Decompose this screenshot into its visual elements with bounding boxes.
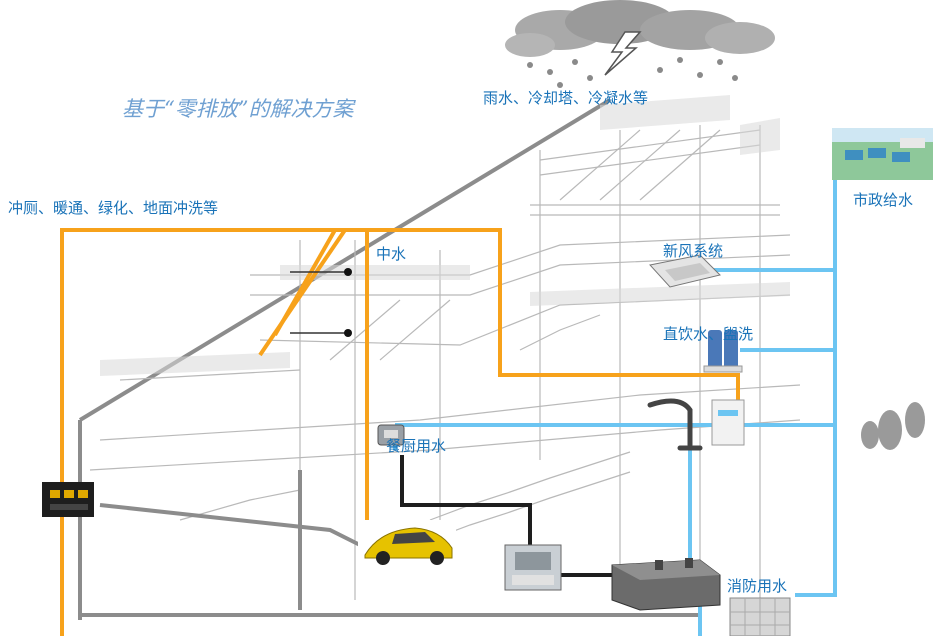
label-fire: 消防用水 [727, 577, 788, 595]
lightning-icon [604, 31, 642, 76]
reclaimed-outlets [290, 268, 352, 337]
kitchen-tap-icon [377, 424, 405, 446]
building-sketch [78, 98, 801, 620]
label-drinking: 直饮水、盥洗 [663, 325, 754, 343]
floor-slabs [100, 95, 790, 376]
fire-water-tank-icon [729, 597, 791, 636]
label-rain: 雨水、冷却塔、冷凝水等 [483, 89, 649, 107]
municipal-plant-image [832, 128, 933, 180]
label-kitchen: 餐厨用水 [386, 437, 447, 455]
water-dispenser-icon [711, 399, 745, 446]
water-purifier-icon [703, 330, 743, 373]
air-handler-unit-icon [649, 254, 721, 288]
faucet-icon [647, 398, 703, 451]
diagram-title: 基于“零排放”的解决方案 [122, 97, 354, 121]
oil-separator-icon [504, 544, 562, 591]
sports-car-image [358, 520, 456, 570]
drain-pipes [80, 470, 700, 617]
rain-cloud-icon [505, 0, 775, 88]
label-municipal: 市政给水 [853, 191, 914, 209]
rainwater-module-icon [42, 482, 94, 517]
tree-sketches [861, 402, 925, 450]
label-reclaimed: 中水 [376, 245, 407, 263]
label-fresh-air: 新风系统 [663, 242, 724, 260]
kitchen-drain-line [400, 455, 615, 577]
label-flush: 冲厕、暖通、绿化、地面冲洗等 [8, 199, 219, 217]
reclaimed-water-lines [60, 228, 740, 636]
treatment-tank-icon [611, 558, 721, 611]
